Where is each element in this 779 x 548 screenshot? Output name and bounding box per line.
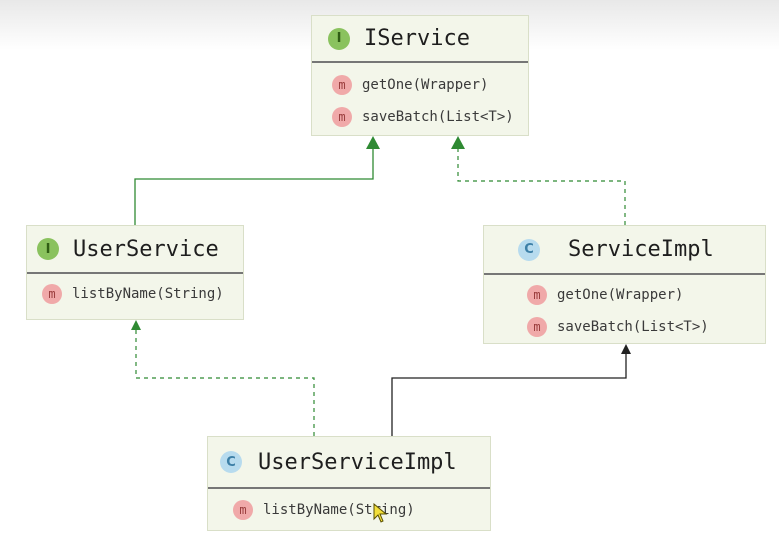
iservice-methods: m getOne(Wrapper) m saveBatch(List<T>) (312, 63, 528, 133)
interface-icon: I (37, 238, 59, 260)
arrowhead (451, 136, 465, 149)
method-icon: m (527, 285, 547, 305)
iservice-header: I IService (312, 16, 528, 63)
method-icon: m (332, 107, 352, 127)
edge-serviceimpl-implements-iservice (451, 136, 626, 225)
method-signature: saveBatch(List<T>) (362, 109, 514, 125)
method-icon: m (233, 500, 253, 520)
class-icon: C (518, 238, 540, 261)
class-icon: C (220, 451, 242, 473)
method-row[interactable]: m listByName(String) (42, 278, 243, 310)
method-signature: listByName(String) (263, 502, 415, 518)
iservice-title: IService (364, 26, 470, 51)
method-signature: saveBatch(List<T>) (557, 319, 709, 335)
method-signature: listByName(String) (72, 286, 224, 302)
userservice-methods: m listByName(String) (27, 274, 243, 310)
edge-userservice-extends-iservice (134, 136, 380, 225)
method-icon: m (332, 75, 352, 95)
method-icon: m (42, 284, 62, 304)
userserviceimpl-title: UserServiceImpl (258, 449, 457, 475)
serviceimpl-methods: m getOne(Wrapper) m saveBatch(List<T>) (484, 275, 765, 343)
userservice-title: UserService (73, 236, 219, 262)
arrowhead (621, 344, 631, 354)
method-icon: m (527, 317, 547, 337)
userserviceimpl-header: C UserServiceImpl (208, 437, 490, 489)
method-signature: getOne(Wrapper) (362, 77, 489, 93)
userservice-header: I UserService (27, 226, 243, 274)
method-row[interactable]: m getOne(Wrapper) (527, 279, 765, 311)
userserviceimpl-methods: m listByName(String) (208, 489, 490, 526)
method-row[interactable]: m getOne(Wrapper) (332, 69, 528, 101)
method-row[interactable]: m saveBatch(List<T>) (332, 101, 528, 133)
serviceimpl-title: ServiceImpl (568, 237, 714, 262)
iservice-box[interactable]: I IService m getOne(Wrapper) m saveBatch… (311, 15, 529, 136)
serviceimpl-box[interactable]: C ServiceImpl m getOne(Wrapper) m saveBa… (483, 225, 766, 344)
arrowhead (131, 320, 141, 330)
edge-userserviceimpl-extends-serviceimpl (391, 344, 631, 436)
edge-userserviceimpl-implements-userservice (131, 320, 315, 436)
mouse-pointer-icon (373, 503, 388, 523)
arrowhead (366, 136, 380, 149)
userserviceimpl-box[interactable]: C UserServiceImpl m listByName(String) (207, 436, 491, 531)
serviceimpl-header: C ServiceImpl (484, 226, 765, 275)
userservice-box[interactable]: I UserService m listByName(String) (26, 225, 244, 320)
interface-icon: I (328, 27, 350, 50)
method-signature: getOne(Wrapper) (557, 287, 684, 303)
method-row[interactable]: m saveBatch(List<T>) (527, 311, 765, 343)
method-row[interactable]: m listByName(String) (233, 494, 490, 526)
